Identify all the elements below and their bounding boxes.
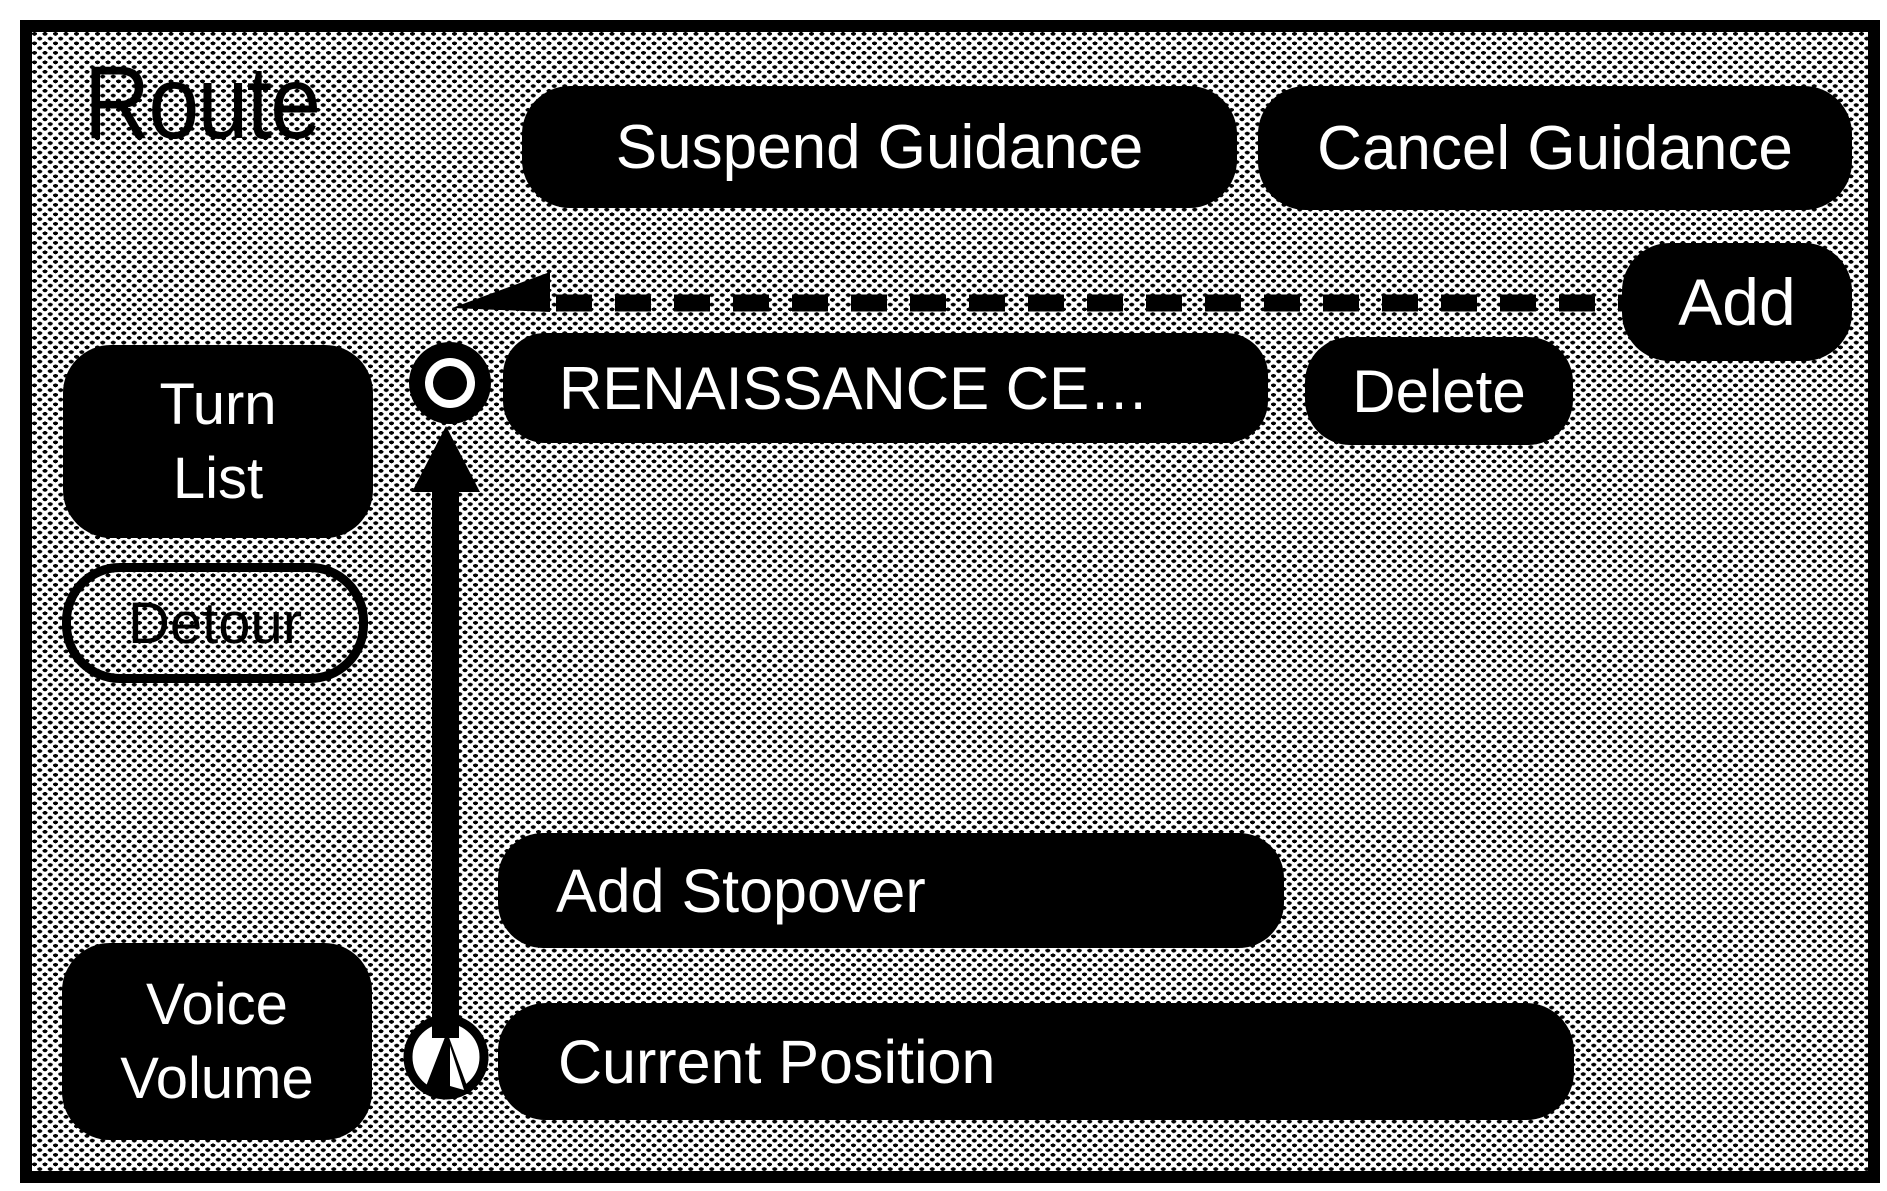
cancel-guidance-button[interactable]: Cancel Guidance [1258,86,1852,210]
turn-list-label: Turn List [159,371,277,511]
detour-button[interactable]: Detour [62,563,368,683]
detour-label: Detour [127,590,303,656]
delete-label: Delete [1352,357,1526,425]
delete-destination-button[interactable]: Delete [1305,337,1573,445]
cancel-guidance-label: Cancel Guidance [1317,113,1793,183]
suspend-guidance-label: Suspend Guidance [615,112,1144,182]
current-position-button[interactable]: Current Position [498,1003,1574,1120]
voice-volume-label: Voice Volume [120,971,314,1111]
add-destination-button[interactable]: Add [1622,243,1852,361]
voice-volume-button[interactable]: Voice Volume [62,943,372,1140]
destination-name-button[interactable]: RENAISSANCE CE… [503,333,1268,443]
turn-list-button[interactable]: Turn List [63,345,373,538]
destination-name-label: RENAISSANCE CE… [559,354,1150,422]
suspend-guidance-button[interactable]: Suspend Guidance [522,86,1237,208]
add-label: Add [1678,265,1796,339]
add-stopover-label: Add Stopover [556,856,926,925]
current-position-label: Current Position [558,1027,996,1096]
add-stopover-button[interactable]: Add Stopover [498,833,1284,948]
page-title: Route [84,45,321,161]
route-screen-frame [20,20,1880,1183]
